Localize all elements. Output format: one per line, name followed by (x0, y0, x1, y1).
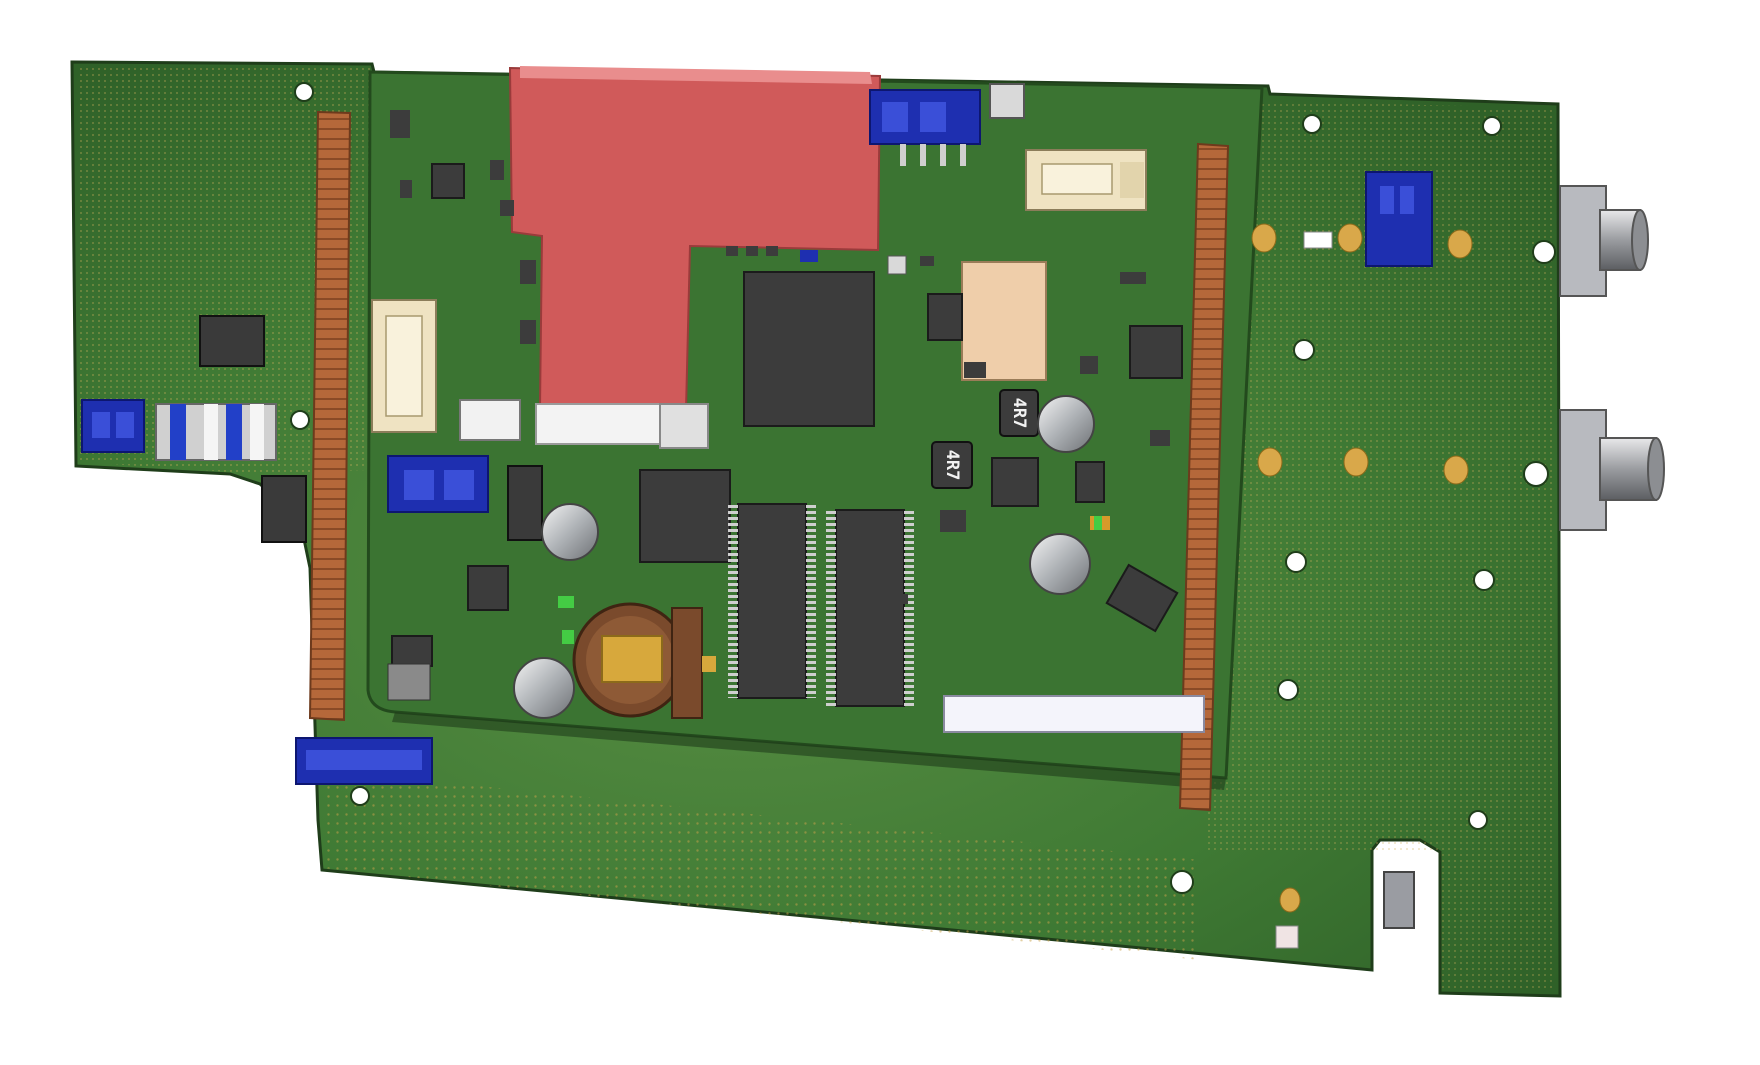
cap-left-bottom (513, 657, 575, 719)
sdram-right (826, 509, 914, 707)
rotary-encoders (1559, 185, 1665, 531)
inductor-right: 4R7 (999, 389, 1039, 437)
connectors (81, 83, 1433, 929)
cap-top-right (1037, 395, 1095, 453)
cap-left-top (541, 503, 599, 561)
ic-soic-left (391, 635, 433, 667)
ic-small-top (431, 163, 465, 199)
via-field-left (76, 66, 370, 474)
pin-headers (308, 110, 1230, 812)
encoder-bottom-icon (1559, 409, 1665, 531)
bga-processor (743, 271, 875, 427)
blue-connector-mid (387, 455, 489, 513)
inductors: 4R7 4R7 (931, 389, 1039, 489)
dip-block (155, 403, 277, 461)
ic-soic-rotated (1105, 563, 1179, 633)
module-board-shadow (392, 712, 1226, 790)
grey-connector-mid (507, 465, 543, 541)
ic-square-left (467, 565, 509, 611)
blue-connector-left (81, 399, 145, 453)
gold-pads (1251, 223, 1473, 949)
battery-holder (572, 602, 716, 719)
encoder-top-icon (1559, 185, 1649, 297)
grey-connector-bottom-right (1383, 871, 1415, 929)
pin-strip-bottom (943, 695, 1205, 733)
electrolytic-caps (513, 395, 1095, 719)
via-field-bottom (322, 770, 1200, 960)
ic-sot-right (1075, 461, 1105, 503)
mounting-holes (290, 82, 1556, 894)
blue-connector-bottom (295, 737, 433, 785)
inductor-right-label: 4R7 (1009, 398, 1029, 429)
tact-switch (989, 83, 1025, 119)
header-left (308, 110, 352, 722)
white-connector (459, 399, 521, 441)
qfp-chip (639, 469, 731, 563)
sdram-left (728, 503, 816, 699)
via-field-right (1206, 100, 1556, 990)
blue-connector-right (1365, 171, 1433, 267)
flex-cable (508, 66, 882, 449)
ic-soic-top-right (927, 293, 963, 341)
inductor-left: 4R7 (931, 441, 973, 489)
cap-mid-right (1029, 533, 1091, 595)
smd-components (387, 110, 1170, 701)
ic-square-mid (991, 457, 1039, 507)
blue-connector-top (869, 89, 981, 166)
header-right (1178, 142, 1230, 812)
ic-square-right (1129, 325, 1183, 379)
black-connector-upper (199, 315, 265, 367)
cream-connector-top (1025, 149, 1147, 211)
inductor-left-label: 4R7 (942, 450, 962, 481)
cream-connector-left (371, 299, 437, 433)
black-connector-lower (261, 475, 307, 543)
ics (391, 163, 1183, 707)
